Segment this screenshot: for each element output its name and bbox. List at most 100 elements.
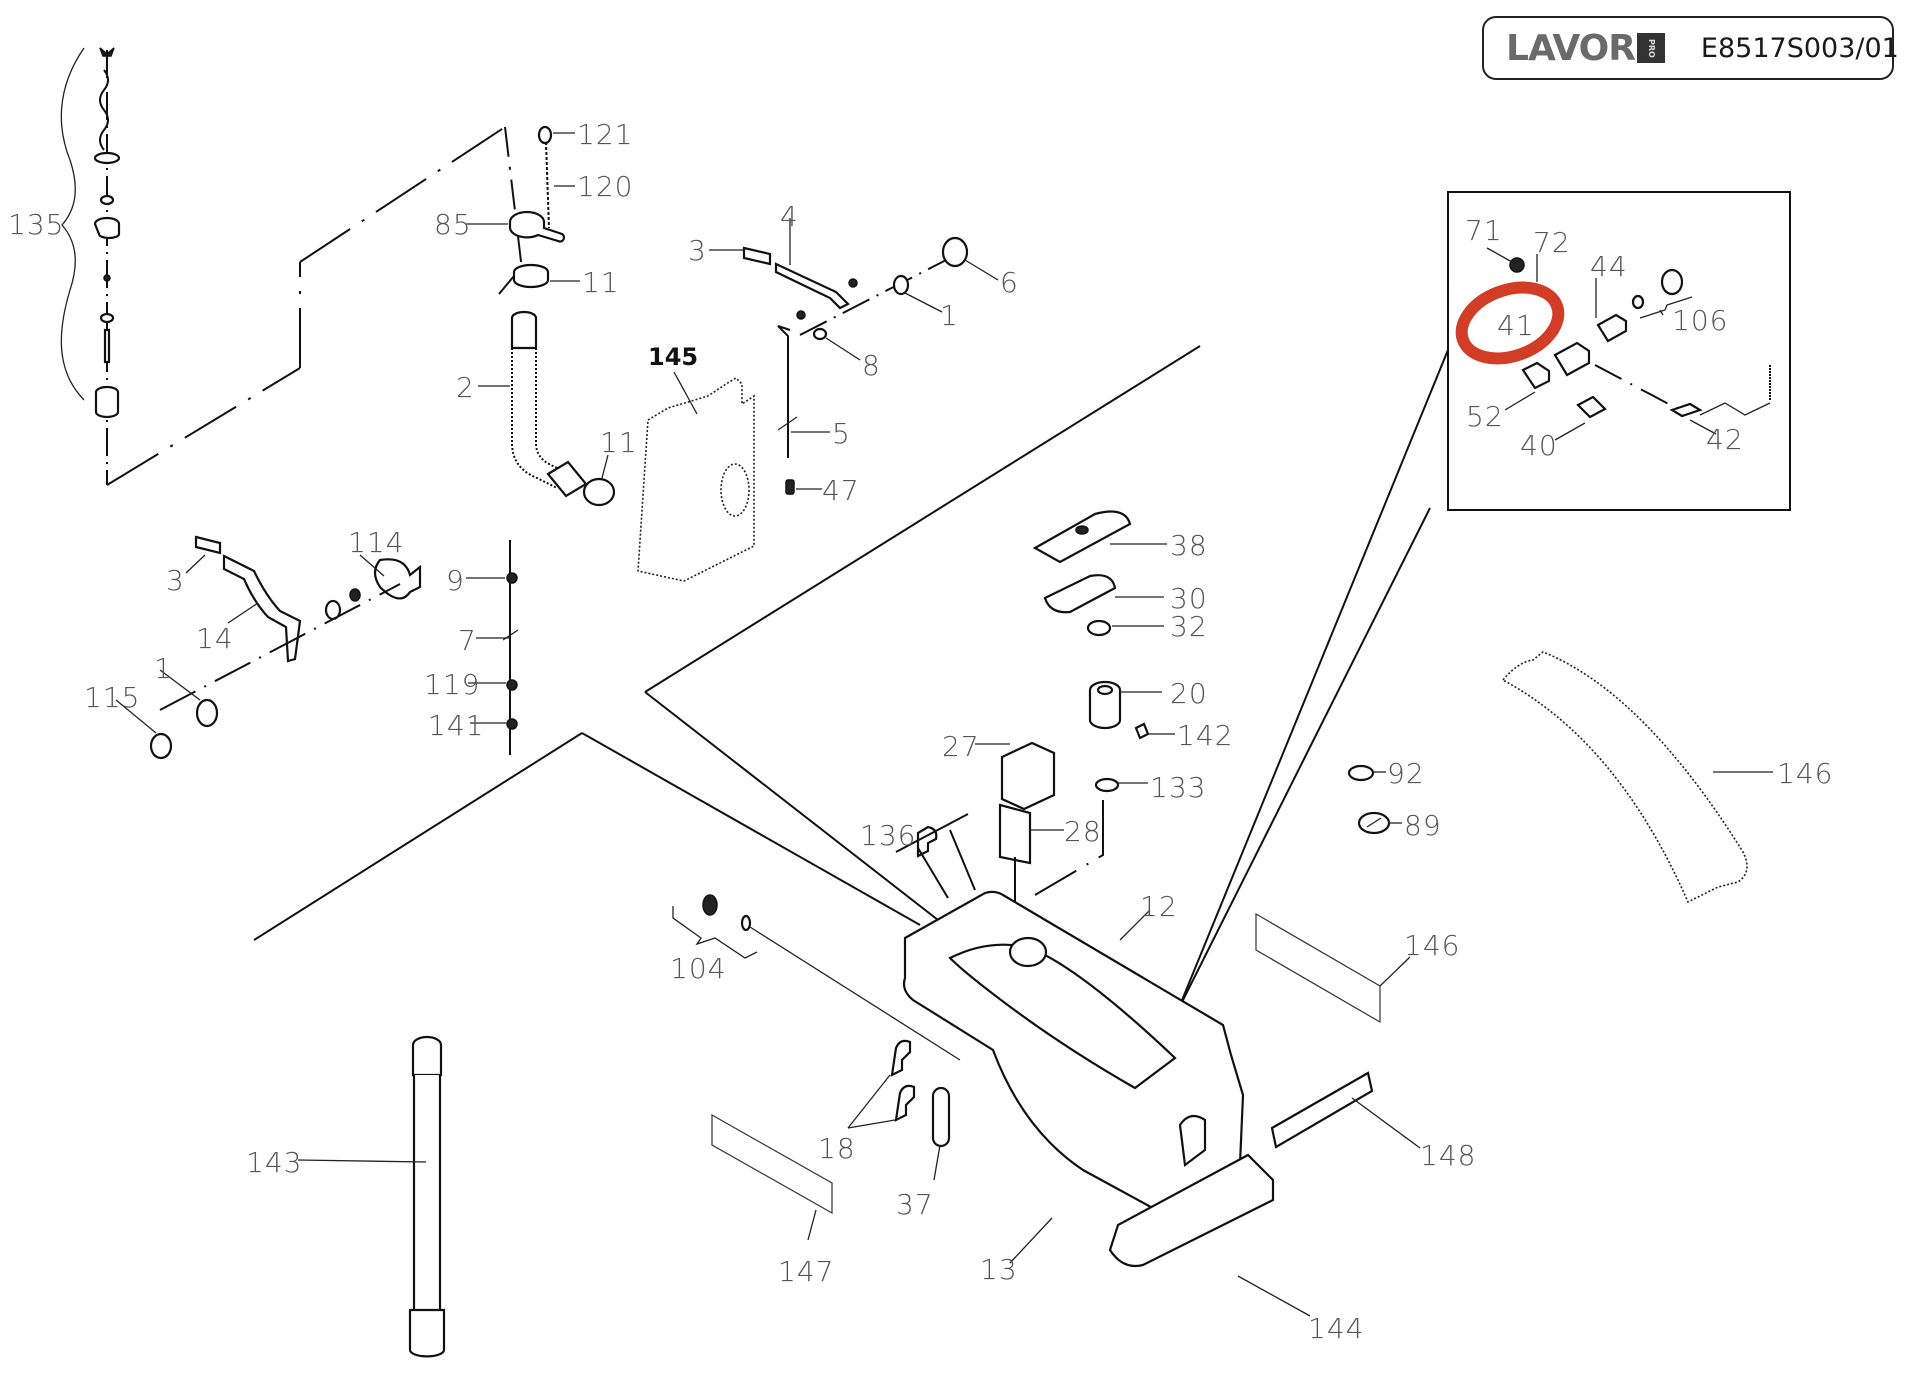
leader-line [1237, 1275, 1311, 1317]
callout-145: 145 [648, 343, 698, 371]
lever-grip-icon [742, 246, 772, 266]
nut-icon [349, 588, 361, 602]
brace-106 [1639, 296, 1693, 319]
fitting-71-icon [1509, 257, 1525, 273]
brace-135 [60, 47, 85, 401]
callout-6: 6 [1000, 266, 1019, 299]
plug-icon [93, 216, 121, 240]
callout-14: 14 [196, 622, 234, 655]
document-title-box: LAVOR PRO E8517S003/01 [1482, 16, 1899, 80]
part-group-plugs [1347, 764, 1402, 835]
callout-40: 40 [1520, 429, 1558, 462]
part-group-18-37 [847, 1039, 951, 1181]
decal-147-icon [711, 1113, 833, 1215]
hose-clamp-bottom-icon [582, 477, 616, 507]
leader-line [1689, 419, 1717, 435]
lever-arm-icon [774, 262, 850, 310]
callout-18: 18 [818, 1132, 856, 1165]
washer-icon [892, 274, 910, 296]
o-ring-icon [740, 914, 752, 932]
callout-1-upper: 1 [940, 299, 959, 332]
valve-20-icon [1088, 680, 1122, 730]
leader-line [1119, 909, 1151, 941]
cap-106-icon [1660, 268, 1684, 296]
leader-line [847, 1074, 891, 1129]
leader-line [297, 1159, 427, 1163]
cover-146-icon [1501, 651, 1748, 904]
callout-147: 147 [778, 1255, 834, 1288]
callout-labels: 135 121 120 85 11 2 11 145 3 4 6 1 8 5 4… [8, 118, 1832, 1345]
part-group-lever-upper [709, 218, 999, 495]
part-group-143 [297, 1035, 446, 1358]
callout-104: 104 [670, 952, 726, 985]
clip-119-icon [506, 679, 518, 691]
hatch [1366, 817, 1382, 828]
chain-icon [99, 69, 109, 151]
bolt-icon [103, 328, 111, 364]
washer-icon [812, 327, 828, 341]
tank-opening [1008, 936, 1048, 968]
plane-line [644, 345, 1201, 693]
callout-38: 38 [1170, 529, 1208, 562]
leader-line [504, 126, 523, 271]
pointer-line [1177, 349, 1449, 1011]
callout-71: 71 [1465, 214, 1503, 247]
lid-knob-icon [1075, 525, 1089, 535]
callout-120: 120 [577, 170, 633, 203]
o-ring-icon [1631, 294, 1645, 310]
filter-box-icon [637, 376, 755, 582]
callout-9: 9 [446, 564, 465, 597]
callout-44: 44 [1590, 250, 1628, 283]
filter-27-icon [1000, 741, 1056, 811]
callout-11-lower: 11 [600, 426, 638, 459]
callout-1-lower: 1 [154, 652, 173, 685]
clip-18b-icon [894, 1084, 916, 1122]
callout-115: 115 [84, 681, 140, 714]
leader-line [359, 554, 385, 577]
callout-5: 5 [832, 417, 851, 450]
clamp-tab [498, 275, 515, 295]
leader-line [1009, 1217, 1053, 1264]
callout-141: 141 [428, 709, 484, 742]
callout-142: 142 [1177, 719, 1233, 752]
tank-body-13-icon [902, 890, 1245, 1232]
decal-148-icon [1270, 1071, 1374, 1149]
handle-slot-icon [1178, 1114, 1207, 1168]
leader-line [601, 454, 609, 479]
callout-28: 28 [1064, 815, 1102, 848]
callout-52: 52 [1466, 400, 1504, 433]
leader-line [964, 259, 999, 281]
plate-37-icon [931, 1086, 951, 1148]
leader-line [933, 1144, 941, 1181]
gasket-30-icon [1043, 574, 1117, 614]
document-code: E8517S003/01 [1700, 32, 1899, 64]
hose-cuff-icon [510, 310, 538, 350]
callout-114: 114 [348, 526, 404, 559]
pointer-line [1177, 507, 1431, 1011]
part-group-146-cover [1501, 651, 1773, 904]
leader-line [159, 669, 201, 701]
callout-92: 92 [1387, 757, 1425, 790]
leader-line [895, 813, 976, 899]
collar-85-icon [508, 210, 566, 243]
callout-4: 4 [780, 200, 799, 233]
callout-136: 136 [860, 819, 916, 852]
tube-cap-top [411, 1045, 443, 1077]
part-group-cable [466, 540, 519, 755]
leader-line [847, 1119, 896, 1129]
leader-line [825, 337, 861, 361]
callout-8: 8 [862, 349, 881, 382]
lever-grip-icon [194, 535, 222, 555]
callout-144: 144 [1308, 1312, 1364, 1345]
brand-badge: PRO [1636, 33, 1665, 63]
part-group-valve [1034, 680, 1175, 896]
axis-line [799, 257, 951, 336]
plane-line [253, 732, 583, 941]
tag-strap-icon [545, 141, 550, 229]
clip-141-icon [506, 718, 518, 730]
decal-146-icon [1255, 912, 1381, 1024]
callout-47: 47 [822, 474, 860, 507]
tube-143-icon [412, 1075, 442, 1317]
washer-icon [99, 312, 115, 324]
tee-41-icon [1553, 341, 1591, 377]
